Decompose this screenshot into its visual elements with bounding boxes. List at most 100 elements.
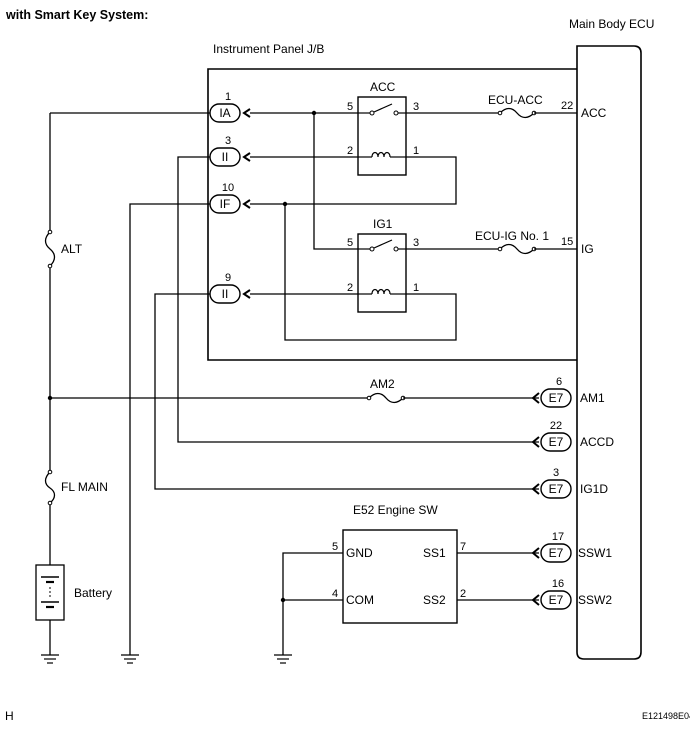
fuse-end bbox=[47, 469, 53, 475]
svg-text:SSW2: SSW2 bbox=[578, 593, 612, 607]
junction-dot bbox=[280, 597, 286, 603]
svg-text:AM1: AM1 bbox=[580, 391, 605, 405]
svg-text:10: 10 bbox=[222, 182, 234, 194]
wire-ii9-ig1d bbox=[154, 293, 539, 490]
relay-acc-coil bbox=[358, 151, 406, 158]
engine-sw-terminal: COM bbox=[346, 593, 374, 607]
engine-sw-label: E52 Engine SW bbox=[353, 503, 438, 517]
diagram-title: with Smart Key System: bbox=[5, 8, 148, 22]
relay-ig1-coil bbox=[358, 288, 406, 295]
svg-text:IA: IA bbox=[219, 106, 230, 120]
fuse-end bbox=[47, 500, 53, 506]
ground-symbol bbox=[121, 654, 139, 664]
engine-sw-pin: 7 bbox=[460, 541, 466, 553]
relay-ig1-pin: 3 bbox=[413, 237, 419, 249]
engine-sw-terminal: GND bbox=[346, 546, 373, 560]
relay-acc-switch bbox=[358, 103, 406, 116]
am2-fuse-label: AM2 bbox=[370, 377, 395, 391]
ecu-ig-fuse-label: ECU-IG No. 1 bbox=[475, 229, 549, 243]
fuse-end bbox=[497, 246, 503, 252]
engine-sw-pin: 5 bbox=[332, 541, 338, 553]
wire-acc-ig1 bbox=[313, 113, 358, 250]
instrument-panel-jb-label: Instrument Panel J/B bbox=[213, 42, 324, 56]
svg-text:E7: E7 bbox=[549, 435, 564, 449]
fl-main-fuse bbox=[44, 471, 56, 504]
svg-text:SSW1: SSW1 bbox=[578, 546, 612, 560]
relay-acc-label: ACC bbox=[370, 80, 396, 94]
relay-acc-pin: 2 bbox=[347, 145, 353, 157]
relay-acc-box bbox=[357, 96, 407, 176]
wire-ig1-coil-if bbox=[284, 204, 457, 341]
fl-main-label: FL MAIN bbox=[61, 480, 108, 494]
ecu-pin: 22 bbox=[561, 100, 573, 112]
svg-text:IF: IF bbox=[220, 197, 231, 211]
svg-text:E7: E7 bbox=[549, 482, 564, 496]
relay-ig1-label: IG1 bbox=[373, 217, 393, 231]
svg-text:3: 3 bbox=[553, 467, 559, 479]
engine-sw-pin: 2 bbox=[460, 588, 466, 600]
ecu-ig-fuse bbox=[499, 243, 535, 255]
relay-ig1-switch bbox=[358, 239, 406, 252]
battery-label: Battery bbox=[74, 586, 112, 600]
ecu-acc-fuse bbox=[499, 107, 535, 119]
svg-text:II: II bbox=[222, 150, 229, 164]
ecu-connector-am1: E7 6 AM1 bbox=[531, 376, 605, 408]
main-body-ecu-label: Main Body ECU bbox=[569, 17, 654, 31]
relay-acc-pin: 5 bbox=[347, 101, 353, 113]
ecu-terminal-label: ACC bbox=[581, 106, 607, 120]
engine-sw-terminal: SS1 bbox=[423, 546, 446, 560]
relay-acc-pin: 1 bbox=[413, 145, 419, 157]
relay-ig1-box bbox=[357, 233, 407, 313]
ecu-pin: 15 bbox=[561, 236, 573, 248]
main-body-ecu-box bbox=[576, 45, 642, 660]
jb-connector-ia: IA 1 bbox=[209, 91, 251, 123]
wire-ii3-accd bbox=[177, 156, 539, 443]
alt-fuse-label: ALT bbox=[61, 242, 83, 256]
fuse-end bbox=[47, 229, 53, 235]
ecu-acc-fuse-label: ECU-ACC bbox=[488, 93, 543, 107]
svg-text:6: 6 bbox=[556, 376, 562, 388]
relay-ig1-pin: 1 bbox=[413, 282, 419, 294]
ecu-terminal-label: IG bbox=[581, 242, 594, 256]
svg-text:9: 9 bbox=[225, 272, 231, 284]
jb-connector-ii-3: II 3 bbox=[209, 135, 251, 167]
corner-label-left: H bbox=[5, 709, 14, 723]
alt-fuse bbox=[44, 231, 56, 267]
ground-symbol bbox=[274, 654, 292, 664]
jb-connector-if: IF 10 bbox=[209, 182, 251, 214]
engine-sw-terminal: SS2 bbox=[423, 593, 446, 607]
ecu-connector-ssw2: E7 16 SSW2 bbox=[531, 578, 612, 610]
wire-if-ground bbox=[129, 203, 210, 655]
relay-ig1-pin: 2 bbox=[347, 282, 353, 294]
svg-text:ACCD: ACCD bbox=[580, 435, 614, 449]
wire-acc-coil-if bbox=[250, 156, 457, 205]
ground-symbol bbox=[41, 654, 59, 664]
jb-connector-ii-9: II 9 bbox=[209, 272, 251, 304]
relay-acc-pin: 3 bbox=[413, 101, 419, 113]
wire-gnd bbox=[282, 552, 343, 655]
svg-text:E7: E7 bbox=[549, 391, 564, 405]
engine-sw-box bbox=[342, 529, 458, 624]
fuse-end bbox=[47, 263, 53, 269]
relay-ig1-pin: 5 bbox=[347, 237, 353, 249]
ecu-connector-accd: E7 22 ACCD bbox=[531, 420, 614, 452]
ecu-connector-ig1d: E7 3 IG1D bbox=[531, 467, 608, 499]
svg-text:E7: E7 bbox=[549, 593, 564, 607]
engine-sw-pin: 4 bbox=[332, 588, 338, 600]
ecu-connector-ssw1: E7 17 SSW1 bbox=[531, 531, 612, 563]
am2-fuse bbox=[368, 392, 404, 404]
svg-text:3: 3 bbox=[225, 135, 231, 147]
fuse-end bbox=[497, 110, 503, 116]
fuse-end bbox=[366, 395, 372, 401]
svg-text:16: 16 bbox=[552, 578, 564, 590]
svg-text:E7: E7 bbox=[549, 546, 564, 560]
corner-label-right: E121498E04 bbox=[642, 711, 690, 721]
svg-text:22: 22 bbox=[550, 420, 562, 432]
battery-symbol bbox=[35, 564, 65, 621]
svg-text:IG1D: IG1D bbox=[580, 482, 608, 496]
svg-text:1: 1 bbox=[225, 91, 231, 103]
instrument-panel-jb-box bbox=[207, 68, 577, 361]
svg-text:17: 17 bbox=[552, 531, 564, 543]
svg-text:II: II bbox=[222, 287, 229, 301]
